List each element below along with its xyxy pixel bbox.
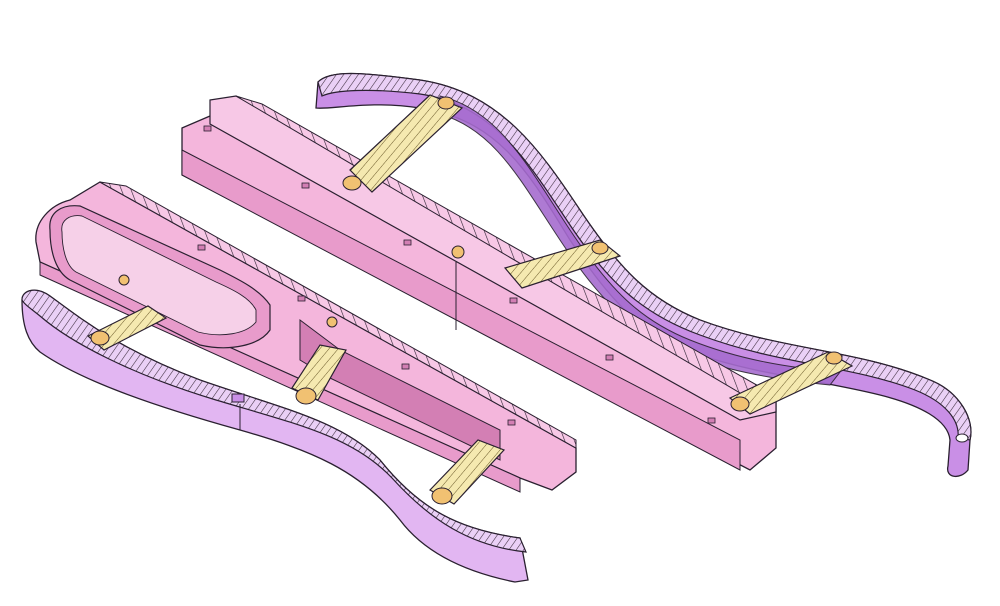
right-link-2 <box>451 239 622 289</box>
pin-icon <box>825 351 843 365</box>
left-link-2 <box>291 344 347 405</box>
left-link-1 <box>86 305 168 351</box>
right-link-3 <box>728 351 854 415</box>
right-rail-end-hole <box>955 433 969 443</box>
pin-icon <box>730 396 750 412</box>
left-rail-holes <box>197 244 516 426</box>
left-rail-top <box>99 181 577 449</box>
pivot-icon <box>451 245 465 259</box>
left-link-3 <box>429 439 506 505</box>
pin-icon <box>342 175 362 191</box>
pivot-icon <box>326 316 338 328</box>
pin-icon <box>437 96 455 110</box>
right-rail-holes <box>203 125 716 424</box>
left-curved-rail <box>21 289 529 583</box>
left-curved-rail-top <box>21 289 527 553</box>
pin-icon <box>295 387 317 405</box>
right-straight-rail-lower <box>181 149 741 471</box>
pin-icon <box>90 330 110 346</box>
pivot-icon <box>118 274 130 286</box>
left-curved-rail-clip <box>231 393 245 403</box>
pin-icon <box>431 487 453 505</box>
pin-icon <box>591 241 609 255</box>
right-link-1 <box>342 94 464 193</box>
